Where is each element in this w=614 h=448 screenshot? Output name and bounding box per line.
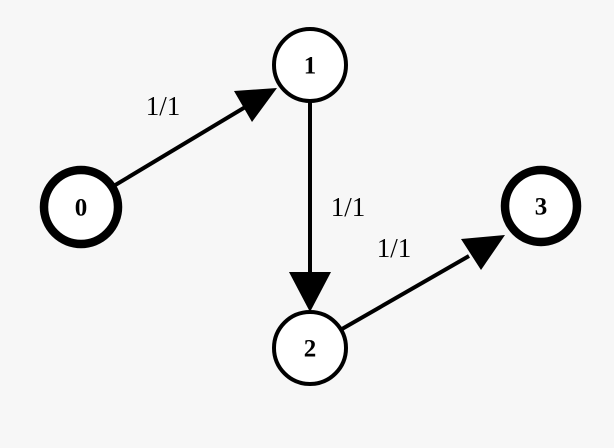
edge-label-0-to-1: 1/1 [146,91,181,121]
node-3-label: 3 [535,194,548,221]
edge-2-to-3[interactable] [341,235,505,331]
node-1[interactable]: 1 [272,27,348,103]
node-2-label: 2 [304,336,317,363]
node-3-circle [500,165,582,247]
node-0-circle [39,165,123,249]
edge-label-2-to-3: 1/1 [377,233,412,263]
node-3[interactable]: 3 [500,165,582,247]
edge-1-to-2[interactable] [289,101,331,312]
node-0[interactable]: 0 [39,165,123,249]
node-2[interactable]: 2 [272,310,348,386]
edge-label-1-to-2: 1/1 [331,192,366,222]
edge-line-0-to-1 [110,104,249,189]
arrowhead-1-to-2 [289,272,331,312]
arrowhead-2-to-3 [461,235,505,270]
node-0-label: 0 [75,195,88,222]
node-1-circle [272,27,348,103]
node-1-label: 1 [304,53,317,80]
node-2-circle [272,310,348,386]
edge-0-to-1[interactable] [110,88,277,189]
arrowhead-0-to-1 [234,88,277,122]
edge-line-2-to-3 [341,254,470,331]
